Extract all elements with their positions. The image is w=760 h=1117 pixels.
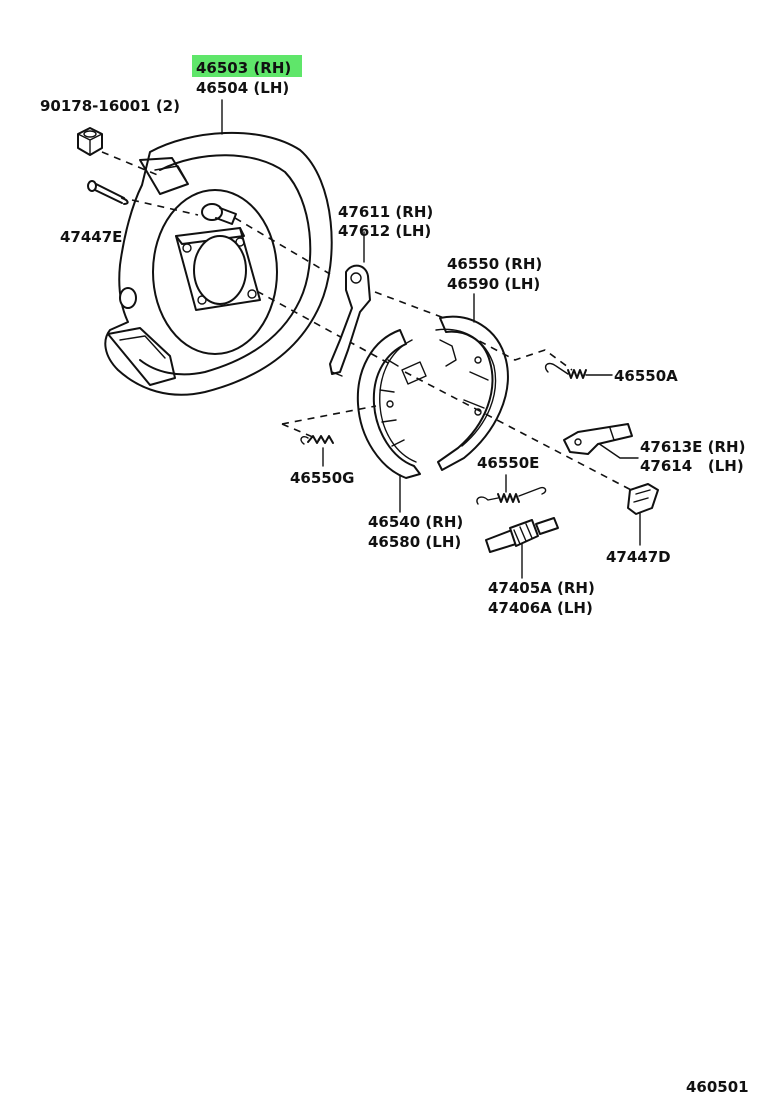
spring-46550a[interactable] bbox=[544, 362, 587, 379]
label-47612-lh[interactable]: 47612 (LH) bbox=[338, 222, 431, 240]
label-46540-rh[interactable]: 46540 (RH) bbox=[368, 513, 463, 531]
parking-brake-lever[interactable] bbox=[329, 264, 371, 377]
label-47614-lh[interactable]: 47614 (LH) bbox=[640, 457, 744, 475]
backing-plate[interactable] bbox=[104, 131, 333, 396]
label-47611-rh[interactable]: 47611 (RH) bbox=[338, 203, 433, 221]
label-90178-16001[interactable]: 90178-16001 (2) bbox=[40, 97, 180, 115]
spring-46550e[interactable] bbox=[476, 486, 547, 505]
brake-shoe-front[interactable] bbox=[435, 315, 509, 471]
label-47447d[interactable]: 47447D bbox=[606, 548, 671, 566]
label-46503-rh[interactable]: 46503 (RH) bbox=[196, 59, 291, 77]
label-47613e-rh[interactable]: 47613E (RH) bbox=[640, 438, 745, 456]
nut-90178[interactable] bbox=[77, 127, 103, 156]
spring-46550g[interactable] bbox=[300, 435, 334, 445]
label-46550a[interactable]: 46550A bbox=[614, 367, 678, 385]
adjuster-lever[interactable] bbox=[563, 423, 633, 455]
label-46580-lh[interactable]: 46580 (LH) bbox=[368, 533, 461, 551]
highlight-marker bbox=[192, 55, 302, 77]
label-47405a-rh[interactable]: 47405A (RH) bbox=[488, 579, 595, 597]
diagram-code: 460501 bbox=[686, 1078, 749, 1096]
label-46550g[interactable]: 46550G bbox=[290, 469, 355, 487]
brake-shoe-rear[interactable] bbox=[356, 329, 427, 479]
label-46550-rh[interactable]: 46550 (RH) bbox=[447, 255, 542, 273]
label-47447e[interactable]: 47447E bbox=[60, 228, 122, 246]
clip-47447d[interactable] bbox=[627, 483, 659, 515]
adjuster-assembly[interactable] bbox=[485, 517, 559, 553]
label-47406a-lh[interactable]: 47406A (LH) bbox=[488, 599, 593, 617]
leader-lines bbox=[101, 99, 641, 579]
label-46550e[interactable]: 46550E bbox=[477, 454, 539, 472]
bolt-47447e[interactable] bbox=[87, 180, 129, 205]
label-46504-lh[interactable]: 46504 (LH) bbox=[196, 79, 289, 97]
label-46590-lh[interactable]: 46590 (LH) bbox=[447, 275, 540, 293]
